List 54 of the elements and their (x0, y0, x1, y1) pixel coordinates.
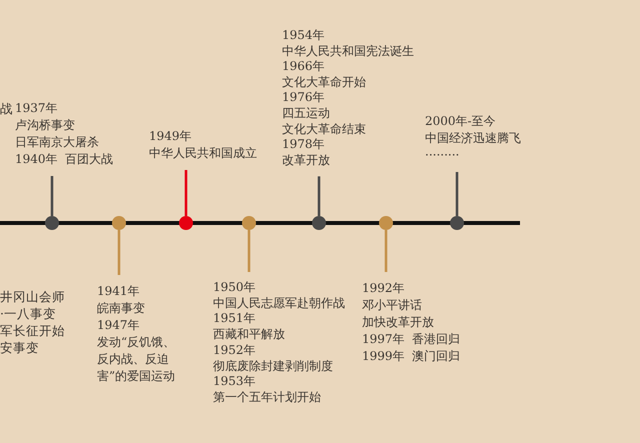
event-text: 发动“反饥饿、反内战、反迫害”的爱国运动 (97, 334, 176, 385)
event-text: 1966年 (282, 59, 326, 75)
event-text: 中华人民共和国宪法诞生 (282, 44, 414, 60)
timeline-dot (112, 216, 126, 230)
event-text: 战 (0, 100, 13, 117)
timeline-stem (50, 176, 54, 216)
event-text: 1997年 香港回归 (362, 331, 460, 348)
event-text: 彻底废除封建剥削制度 (213, 358, 334, 374)
timeline-dot (179, 216, 193, 230)
event-text: 中华人民共和国成立 (149, 145, 257, 162)
event-text: 1951年 (213, 311, 257, 328)
timeline-stem (318, 176, 320, 216)
event-text: 皖南事变 (97, 300, 146, 317)
event-text: 1947年 (97, 317, 141, 334)
event-text: 1941年 (97, 283, 141, 300)
event-text: 文化大革命结束 (282, 122, 367, 138)
event-text: 1937年 (15, 100, 59, 117)
event-text: 文化大革命开始 (282, 74, 367, 90)
event-text: ·一八事变 (0, 305, 56, 322)
event-text: 邓小平讲话 (362, 297, 423, 314)
event-text: 中国人民志愿军赴朝作战 (213, 296, 345, 312)
timeline-stem (248, 230, 250, 272)
event-text: 西藏和平解放 (213, 327, 286, 343)
timeline-dot (379, 216, 393, 230)
event-text: ········· (425, 147, 460, 164)
event-text: 1950年 (213, 280, 257, 296)
timeline-stem (184, 170, 188, 216)
event-text: 2000年-至今 (425, 113, 497, 130)
event-text: 军长征开始 (0, 322, 65, 339)
event-text: 卢沟桥事变 (15, 117, 76, 134)
event-text: 1953年 (213, 374, 257, 390)
event-text: 井冈山会师 (0, 288, 65, 305)
timeline-stem (384, 230, 388, 272)
event-text: 1976年 (282, 90, 326, 106)
event-text: 1978年 (282, 137, 326, 153)
event-text: 1952年 (213, 342, 257, 359)
event-text: 1954年 (282, 28, 326, 44)
timeline-dot (312, 216, 326, 230)
event-text: 安事变 (0, 339, 39, 356)
event-text: 日军南京大屠杀 (15, 134, 100, 151)
event-text: 1999年 澳门回归 (362, 348, 460, 365)
event-text: 中国经济迅速腾飞 (425, 130, 521, 147)
event-text: 1992年 (362, 280, 406, 297)
timeline-stem (456, 172, 458, 216)
timeline-dot (450, 216, 464, 230)
event-text: 第一个五年计划开始 (213, 390, 322, 406)
event-text: 加快改革开放 (362, 314, 435, 331)
timeline-stem (118, 230, 120, 275)
timeline-dot (45, 216, 59, 230)
event-text: 四五运动 (282, 106, 331, 122)
timeline-dot (242, 216, 256, 230)
event-text: 改革开放 (282, 152, 331, 168)
event-text: 1949年 (149, 128, 193, 145)
event-text: 1940年 百团大战 (15, 151, 114, 168)
